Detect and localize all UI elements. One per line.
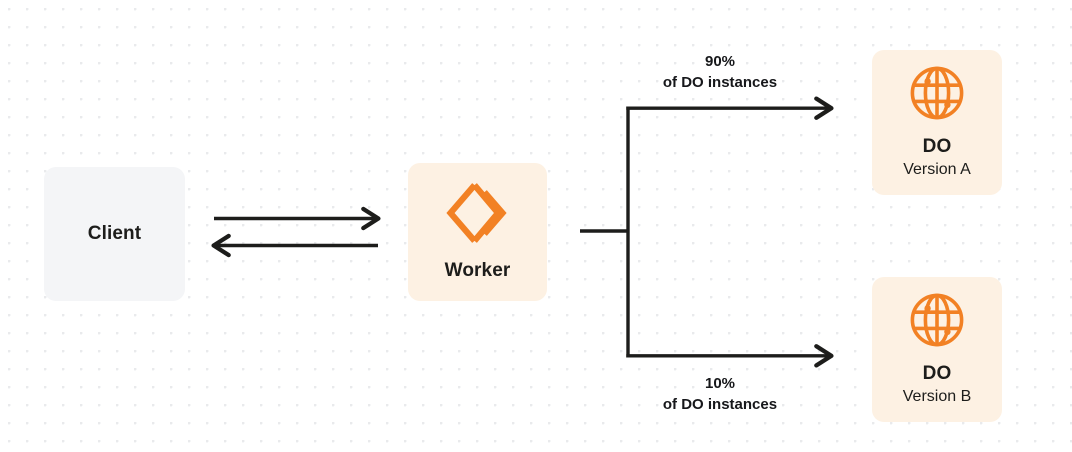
edge-label-do-b: 10% of DO instances bbox=[610, 374, 830, 415]
node-do-version-b: DO Version B bbox=[872, 277, 1002, 422]
node-client-label: Client bbox=[87, 223, 142, 245]
globe-icon bbox=[908, 291, 966, 349]
node-do-a-label: DO bbox=[922, 136, 952, 158]
node-client: Client bbox=[44, 167, 185, 301]
node-worker: Worker bbox=[408, 163, 547, 301]
globe-icon bbox=[908, 64, 966, 122]
node-do-a-sublabel: Version A bbox=[903, 161, 971, 179]
node-worker-label: Worker bbox=[444, 260, 511, 282]
node-do-version-a: DO Version A bbox=[872, 50, 1002, 195]
node-do-b-sublabel: Version B bbox=[902, 388, 972, 406]
edge-label-do-a-description: of DO instances bbox=[662, 73, 778, 91]
cloudflare-workers-icon bbox=[445, 182, 510, 244]
edge-label-do-b-percent: 10% bbox=[704, 375, 736, 392]
edge-label-do-a-percent: 90% bbox=[704, 53, 736, 70]
node-do-b-label: DO bbox=[922, 363, 952, 385]
edge-label-do-a: 90% of DO instances bbox=[610, 52, 830, 93]
edge-label-do-b-description: of DO instances bbox=[662, 395, 778, 413]
